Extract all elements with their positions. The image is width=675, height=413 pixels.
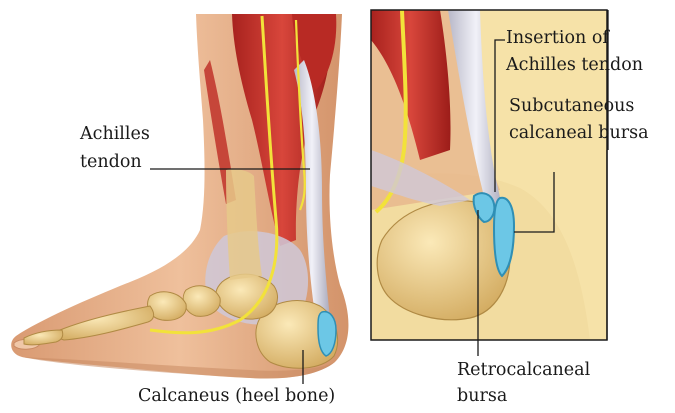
label-subcutaneous-2: calcaneal bursa xyxy=(509,123,649,144)
label-retrocalcaneal-1: Retrocalcaneal xyxy=(457,360,590,381)
label-achilles-tendon-1: Achilles xyxy=(80,124,150,145)
label-achilles-tendon-2: tendon xyxy=(80,152,142,173)
foot-and-leg-illustration xyxy=(11,14,348,378)
label-retrocalcaneal-2: bursa xyxy=(457,386,507,407)
label-insertion-1: Insertion of xyxy=(506,28,609,49)
label-subcutaneous-1: Subcutaneous xyxy=(509,96,634,117)
label-insertion-2: Achilles tendon xyxy=(506,55,643,76)
label-calcaneus: Calcaneus (heel bone) xyxy=(138,386,335,407)
